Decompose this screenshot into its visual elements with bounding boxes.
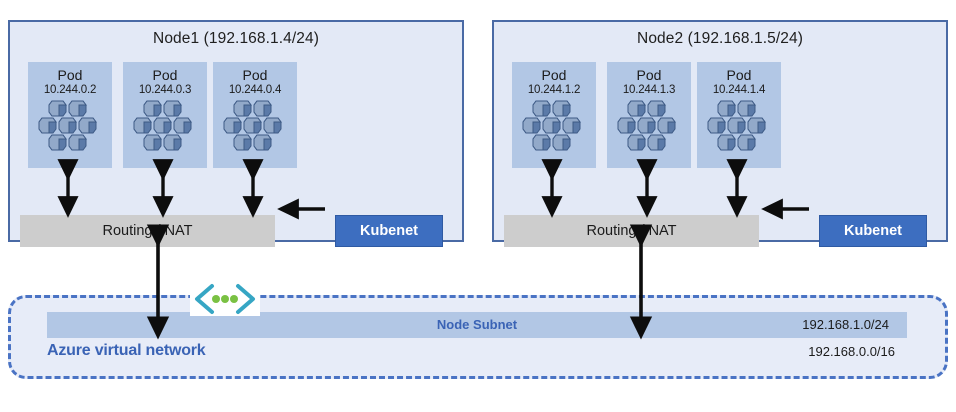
pod-card[interactable]: Pod 10.244.1.2 — [512, 62, 596, 168]
pod-label: Pod — [541, 67, 567, 83]
pod-card[interactable]: Pod 10.244.0.3 — [123, 62, 207, 168]
pod-label: Pod — [242, 67, 268, 83]
routing-nat-bar: Routing / NAT — [20, 215, 275, 247]
pod-cluster-icon — [617, 100, 681, 157]
azure-virtual-network-container: Node Subnet 192.168.1.0/24 Azure virtual… — [8, 295, 948, 379]
pod-ip: 10.244.1.4 — [712, 84, 766, 96]
kubenet-box[interactable]: Kubenet — [819, 215, 927, 247]
pod-cluster-icon — [223, 100, 287, 157]
node-subnet-cidr: 192.168.1.0/24 — [802, 317, 889, 332]
kubenet-label: Kubenet — [360, 223, 418, 239]
pod-cluster-icon — [133, 100, 197, 157]
pod-label: Pod — [57, 67, 83, 83]
pod-label: Pod — [726, 67, 752, 83]
kubenet-label: Kubenet — [844, 223, 902, 239]
node-title: Node2 (192.168.1.5/24) — [637, 30, 803, 47]
routing-nat-label: Routing / NAT — [586, 223, 677, 239]
pod-cluster-icon — [707, 100, 771, 157]
pod-label: Pod — [636, 67, 662, 83]
pod-cluster-icon — [522, 100, 586, 157]
pod-ip: 10.244.1.2 — [527, 84, 581, 96]
kubenet-box[interactable]: Kubenet — [335, 215, 443, 247]
node-container-node2: Node2 (192.168.1.5/24) Pod 10.244.1.2 — [492, 20, 948, 247]
pod-cluster-icon — [38, 100, 102, 157]
pod-card[interactable]: Pod 10.244.0.2 — [28, 62, 112, 168]
pod-ip: 10.244.0.2 — [43, 84, 97, 96]
routing-nat-label: Routing / NAT — [102, 223, 193, 239]
pod-card[interactable]: Pod 10.244.1.3 — [607, 62, 691, 168]
node-title: Node1 (192.168.1.4/24) — [153, 30, 319, 47]
node-subnet-label: Node Subnet — [436, 317, 518, 332]
pod-ip: 10.244.0.4 — [228, 84, 282, 96]
routing-nat-bar: Routing / NAT — [504, 215, 759, 247]
pod-label: Pod — [152, 67, 178, 83]
pod-ip: 10.244.1.3 — [622, 84, 676, 96]
vnet-cidr: 192.168.0.0/16 — [808, 344, 895, 359]
vnet-title: Azure virtual network — [47, 342, 206, 359]
pod-ip: 10.244.0.3 — [138, 84, 192, 96]
node-container-node1: Node1 (192.168.1.4/24) Pod 10.244.0.2 — [8, 20, 464, 247]
node-subnet-bar: Node Subnet 192.168.1.0/24 — [47, 312, 907, 338]
pod-card[interactable]: Pod 10.244.1.4 — [697, 62, 781, 168]
virtual-network-icon — [190, 282, 260, 321]
pod-card[interactable]: Pod 10.244.0.4 — [213, 62, 297, 168]
